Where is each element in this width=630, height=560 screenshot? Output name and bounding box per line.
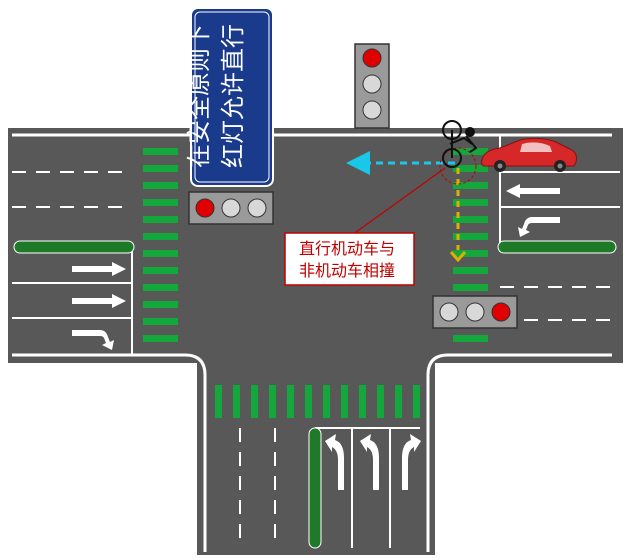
callout-line-2: 非机动车相撞: [299, 261, 395, 280]
callout-line-1: 直行机动车与: [299, 239, 395, 258]
top-signal: [354, 43, 390, 129]
crosswalk-bottom: [215, 385, 420, 418]
straight-arrow-icon: [72, 294, 126, 308]
red-car-icon: [480, 137, 577, 172]
median-right: [497, 240, 617, 254]
cyclist-icon: [442, 120, 478, 168]
top-signal-red-light: [362, 48, 382, 68]
callout-box: 直行机动车与 非机动车相撞: [284, 232, 415, 286]
straight-arrow-icon: [72, 262, 126, 276]
left-turn-arrow-icon: [325, 434, 344, 490]
info-sign: 在安全原则下 红灯允许直行: [185, 7, 274, 187]
median-left: [13, 240, 135, 254]
sign-line-2: 红灯允许直行: [219, 24, 247, 168]
left-signal: [188, 191, 274, 225]
collision-zone: [439, 147, 477, 185]
median-bottom: [308, 427, 322, 549]
crosswalk-left: [143, 148, 178, 342]
road-edge-lines: [12, 133, 612, 552]
right-turn-arrow-icon: [72, 330, 114, 350]
cyclist-path-arrow: [449, 168, 467, 263]
left-signal-red-light: [195, 198, 215, 218]
callout-pointer: [344, 167, 446, 241]
right-signal: [432, 295, 518, 329]
right-signal-red-light: [491, 302, 511, 322]
left-turn-arrow-icon: [518, 217, 560, 237]
sign-line-1: 在安全原则下: [185, 24, 213, 168]
right-turn-arrow-icon: [402, 434, 421, 490]
straight-arrow-icon: [506, 184, 560, 198]
left-turn-arrow-icon: [360, 434, 379, 490]
